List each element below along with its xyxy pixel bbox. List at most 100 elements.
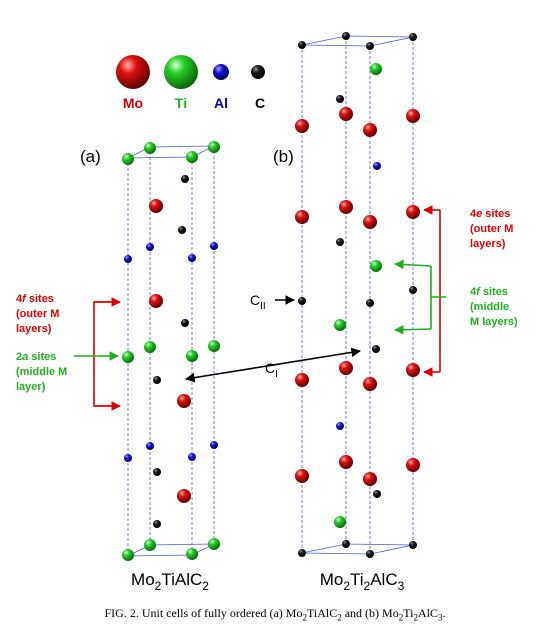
c-atom [153,376,161,384]
formula-b: Mo2Ti2AlC3 [320,570,405,593]
caption-prefix: FIG. 2. Unit cells of fully ordered (a) [104,606,286,620]
mo-atom [295,469,309,483]
unit-cell-b-edges [301,35,414,555]
al-atom [210,441,218,449]
mo-atom [177,489,191,503]
caption-formula-a-part: Mo [285,606,303,620]
c-legend-sphere [251,65,265,79]
mo-atom [406,205,420,219]
al-atom [210,242,218,250]
legend: Mo Ti Al C [116,55,265,111]
label-4f-a-line1: 4f sites [16,293,54,305]
unit-cell-a-edges [127,145,215,557]
al-atom [373,162,381,170]
ti-atom [208,141,220,153]
ti-atom [208,340,220,352]
mo-atom [339,361,353,375]
caption-formula-b-part: AlC [417,606,438,620]
label-2a-a-line2: (middle M [16,366,67,378]
mo-atom [406,109,420,123]
label-4e-b-line3: layers) [470,238,506,250]
c-atom [342,540,350,548]
annotation-arrows [74,205,446,411]
ti-atom [370,63,382,75]
c-atom [336,238,344,246]
label-2a-a: 2a sites (middle M layer) [16,351,67,393]
label-4f-b-line1: 4f sites [470,286,508,298]
caption-formula-b-part: Ti [403,606,414,620]
caption-suffix: . [442,606,446,620]
c-atom [153,520,161,528]
caption-formula-a-sub: 2 [337,612,342,623]
c-atom [366,299,374,307]
ti-atom [208,538,220,550]
unit-cell-a-atoms [122,141,220,561]
mo-atom [363,472,377,486]
c-atom [298,41,306,49]
arrow-4f-b-bottom [394,324,432,335]
c-atom [342,32,350,40]
ti-legend-sphere [164,55,198,89]
panel-label-b: (b) [273,147,294,166]
label-c-ii: CII [250,292,266,312]
al-atom [336,422,344,430]
caption-middle: and (b) [341,606,383,620]
caption-formula-a-part: TiAlC [306,606,338,620]
c-atom [181,319,189,327]
ti-atom [122,351,134,363]
c-atom [178,226,186,234]
ti-atom [122,153,134,165]
mo-atom [149,199,163,213]
al-atom [146,442,154,450]
c-atom [372,345,380,353]
c-atom [409,33,417,41]
legend-label-al: Al [214,95,228,111]
mo-atom [295,119,309,133]
ti-atom [186,548,198,560]
ti-atom [122,549,134,561]
ti-atom [334,516,346,528]
ti-atom [144,539,156,551]
ti-atom [370,260,382,272]
ti-atom [186,151,198,163]
label-4e-b: 4e sites (outer M layers) [470,208,513,250]
label-4f-a-line2: (outer M [16,308,59,320]
c-atom [409,541,417,549]
al-atom [124,454,132,462]
ti-atom [186,350,198,362]
mo-atom [295,210,309,224]
al-atom [124,255,132,263]
formula-a: Mo2TiAlC2 [131,570,209,593]
caption-formula-b-part: Mo [382,606,399,620]
c-atom [409,286,417,294]
c-atom [366,550,374,558]
mo-atom [406,458,420,472]
al-atom [188,453,196,461]
ti-atom [144,142,156,154]
c-atom [373,490,381,498]
c-atom [181,175,189,183]
caption-formula-b-sub: 3 [437,612,443,623]
panel-label-a: (a) [80,147,101,166]
unit-cell-figure: Mo Ti Al C (a) (b) [16,32,518,593]
ti-atom [334,319,346,331]
c-atom [298,549,306,557]
c-atom [336,95,344,103]
caption-formula-a-sub: 2 [302,612,307,623]
mo-legend-sphere [116,55,150,89]
c-atom [298,297,306,305]
legend-label-ti: Ti [175,95,187,111]
mo-atom [363,123,377,137]
caption-formula-b-sub: 2 [398,612,404,623]
mo-atom [363,215,377,229]
label-4f-b-line3: M layers) [470,316,518,328]
unit-cell-b-atoms [295,32,420,558]
legend-label-c: C [255,95,265,111]
label-4e-b-line1: 4e sites [470,208,510,220]
al-atom [146,243,154,251]
label-4f-b-line2: (middle [470,301,509,313]
arrow-c-i [185,347,361,383]
mo-atom [177,394,191,408]
al-atom [188,254,196,262]
label-2a-a-line1: 2a sites [16,351,56,363]
